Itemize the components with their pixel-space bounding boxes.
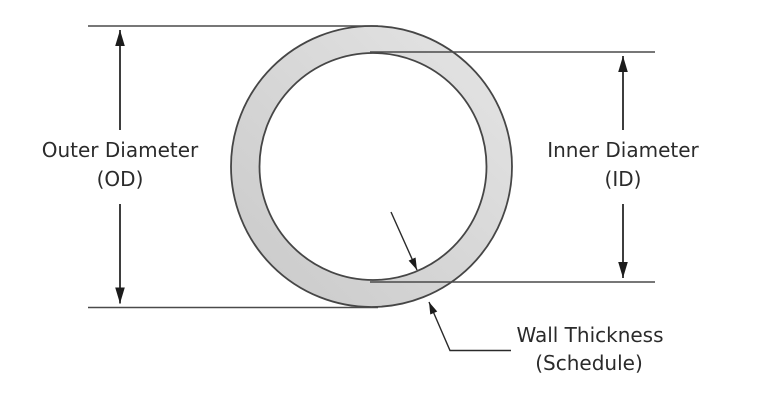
id-abbrev-label: (ID) [605, 167, 642, 191]
wall-thickness-label: Wall Thickness [516, 323, 663, 347]
pipe-ring [230, 25, 513, 308]
wall-thickness-callout [390, 211, 511, 352]
od-abbrev-label: (OD) [97, 167, 144, 191]
pipe-inner-circle [258, 52, 488, 281]
inner-diameter-label: Inner Diameter [547, 138, 699, 162]
outer-diameter-label: Outer Diameter [42, 138, 199, 162]
wall-thickness-leader-line [428, 301, 511, 352]
wall-inner-pointer-arrow [390, 211, 418, 271]
schedule-label: (Schedule) [535, 351, 643, 375]
